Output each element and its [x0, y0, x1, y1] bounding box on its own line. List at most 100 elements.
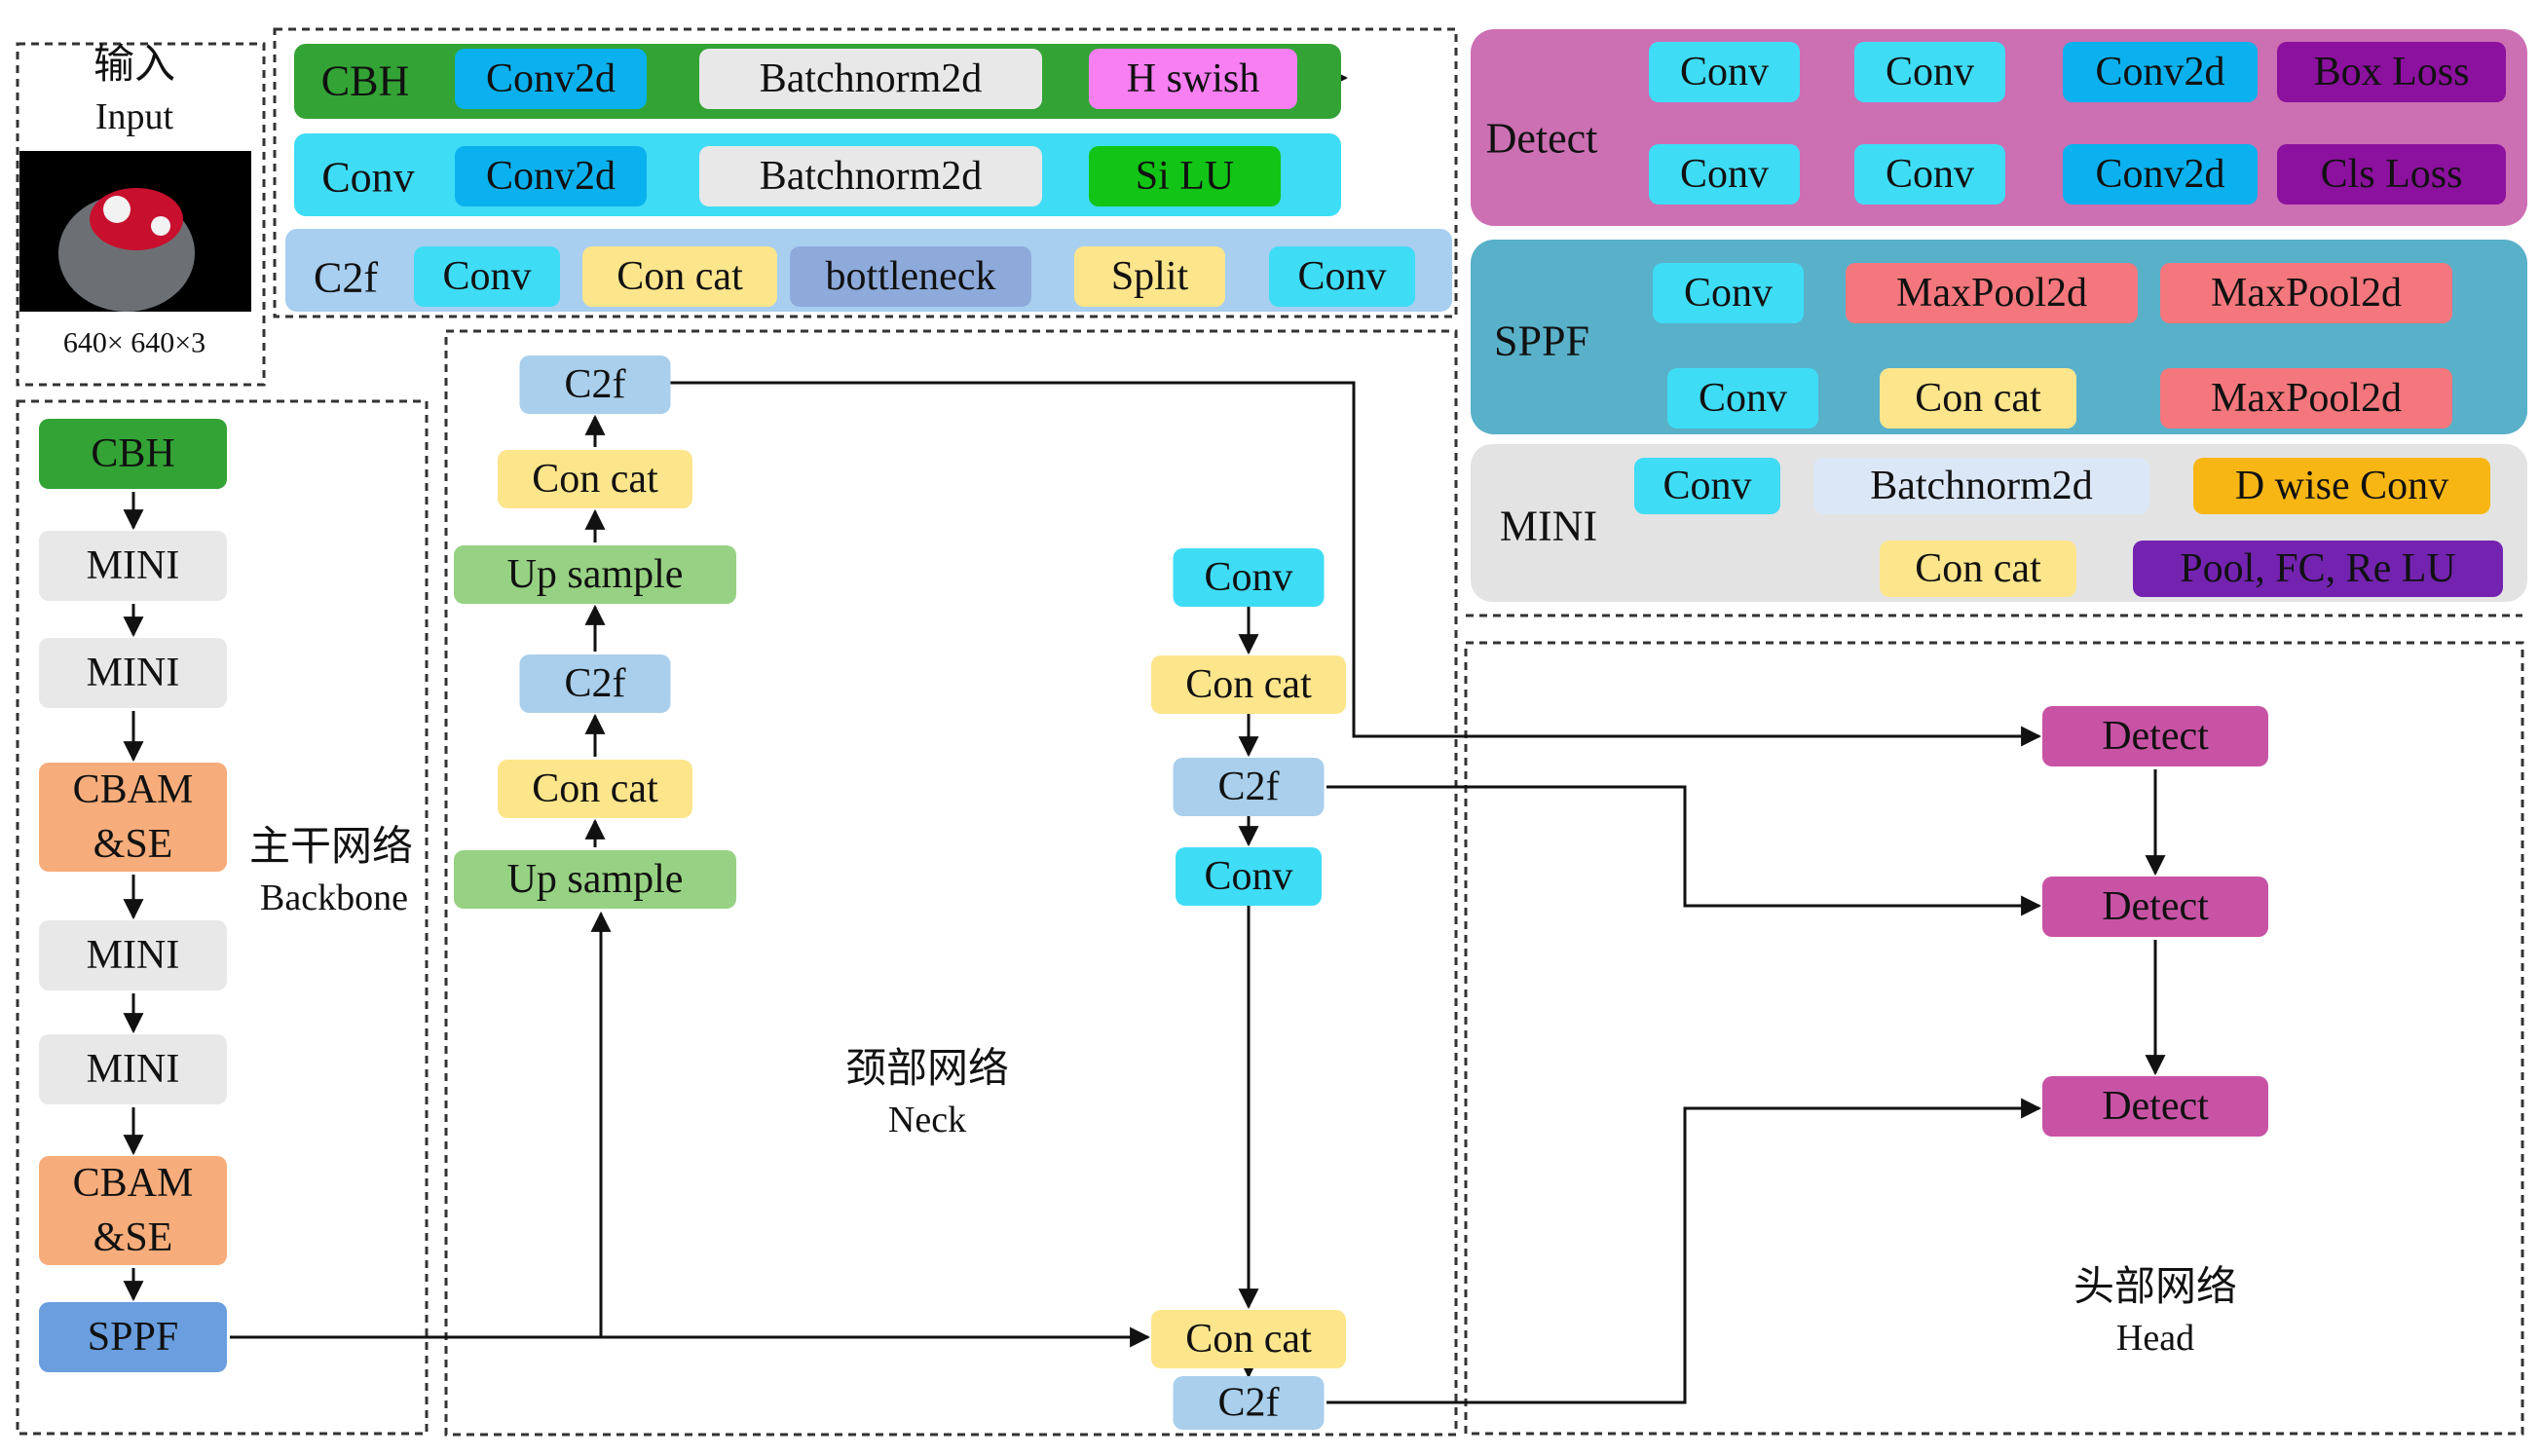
mini-bot-concat — [1880, 541, 2076, 597]
sppf-top-maxpool1-label: MaxPool2d — [1896, 271, 2087, 316]
cbh-conv2d-label: Conv2d — [486, 56, 616, 101]
backbone-title-cn: 主干网络 — [249, 824, 413, 870]
sppf-top-conv-label: Conv — [1684, 271, 1773, 316]
neck-left-2 — [454, 545, 736, 604]
neck-right-3 — [1176, 847, 1322, 906]
neck-left-3-label: C2f — [565, 661, 626, 706]
cbh-hswish — [1089, 49, 1297, 109]
sppf-top-maxpool2 — [2160, 263, 2452, 323]
detect-clsloss — [2277, 144, 2506, 205]
detect-bot-conv2 — [1854, 144, 2005, 205]
sppf-top-maxpool1 — [1846, 263, 2138, 323]
c2f-conv-label: Conv — [442, 254, 531, 299]
mini-top-conv-label: Conv — [1662, 464, 1751, 508]
neck-right-1 — [1151, 655, 1346, 714]
input-frame — [16, 42, 266, 387]
backbone-block-4 — [39, 920, 227, 990]
detect-top-conv1 — [1649, 42, 1800, 102]
neck-right-4-label: Con cat — [1185, 1317, 1312, 1362]
neck-right-0 — [1173, 548, 1325, 607]
backbone-block-1-label: MINI — [87, 543, 180, 588]
sppf-bot-concat — [1880, 368, 2076, 429]
mini-bot-pool-label: Pool, FC, Re LU — [2180, 546, 2456, 591]
cbh-conv2d — [455, 49, 647, 109]
detect-bot-conv2-label: Conv — [1886, 152, 1974, 197]
mini-top-dwiseconv-label: D wise Conv — [2235, 464, 2448, 508]
detect-top-conv1-label: Conv — [1680, 50, 1769, 94]
input-image-highlight — [151, 216, 170, 236]
input-title-en: Input — [95, 96, 174, 137]
backbone-block-7 — [39, 1302, 227, 1372]
neck-frame — [444, 329, 1458, 1437]
backbone-block-6-label: CBAM&SE — [73, 1161, 194, 1260]
mini-top-dwiseconv — [2193, 458, 2490, 514]
detect-bot-conv1 — [1649, 144, 1800, 205]
backbone-block-0-label: CBH — [91, 431, 174, 476]
neck-right-1-label: Con cat — [1185, 662, 1312, 707]
backbone-block-5 — [39, 1034, 227, 1104]
sppf-bot-maxpool-label: MaxPool2d — [2211, 376, 2402, 421]
definitions-frame — [273, 27, 1458, 318]
conv-batchnorm — [699, 146, 1042, 206]
input-image-highlight — [103, 196, 131, 223]
sppf-top-maxpool2-label: MaxPool2d — [2211, 271, 2402, 316]
c2f-bottleneck — [790, 246, 1031, 307]
conv-conv2d — [455, 146, 647, 206]
detect-top-conv2-label: Conv — [1886, 50, 1974, 94]
detect-boxloss-label: Box Loss — [2314, 50, 2470, 94]
c2f-concat — [582, 246, 777, 307]
backbone-frame — [16, 399, 429, 1436]
head-frame — [1464, 641, 2524, 1436]
sppf-def-label: SPPF — [1494, 317, 1589, 365]
neck-c2f-to-detect2 — [1326, 785, 2042, 916]
conv-def-label: Conv — [321, 154, 414, 202]
mini-bot-pool — [2133, 541, 2503, 597]
detect-def-label: Detect — [1486, 115, 1598, 163]
detect-clsloss-label: Cls Loss — [2321, 152, 2463, 197]
backbone-block-2 — [39, 638, 227, 708]
head-title-cn: 头部网络 — [2073, 1264, 2237, 1310]
sppf-top-conv — [1653, 263, 1804, 323]
conv-conv2d-label: Conv2d — [486, 154, 616, 199]
detect-top-conv2d-label: Conv2d — [2095, 50, 2224, 94]
c2f-conv2 — [1269, 246, 1415, 307]
c2f-bottleneck-label: bottleneck — [826, 254, 996, 299]
backbone-block-7-label: SPPF — [88, 1315, 178, 1360]
neck-right-2 — [1173, 758, 1325, 816]
neck-title-en: Neck — [888, 1100, 966, 1140]
neck-left-0 — [519, 355, 671, 414]
cbh-def-label: CBH — [321, 57, 409, 105]
head-detect-0 — [2042, 706, 2268, 766]
head-detect-2 — [2042, 1076, 2268, 1137]
neck-left-1-label: Con cat — [532, 457, 658, 502]
c2f-concat-label: Con cat — [616, 254, 743, 299]
mini-top-conv — [1634, 458, 1780, 514]
mini-top-batchnorm — [1813, 458, 2149, 514]
neck-right-3-label: Conv — [1204, 854, 1292, 899]
head-detect-1-label: Detect — [2102, 884, 2209, 929]
neck-left-4-label: Con cat — [532, 766, 658, 811]
neck-left-2-label: Up sample — [507, 552, 684, 597]
head-title-en: Head — [2116, 1318, 2194, 1359]
head-detect-1 — [2042, 877, 2268, 937]
backbone-block-0 — [39, 419, 227, 489]
backbone-block-2-label: MINI — [87, 651, 180, 695]
detect-boxloss — [2277, 42, 2506, 102]
neck-c2f-to-detect1 — [670, 381, 2042, 747]
cbh-batchnorm — [699, 49, 1042, 109]
conv-batchnorm-label: Batchnorm2d — [760, 154, 983, 199]
input-size: 640× 640×3 — [63, 327, 205, 359]
neck-left-4 — [498, 760, 692, 818]
head-detect-0-label: Detect — [2102, 714, 2209, 759]
input-image-object — [90, 188, 183, 250]
sppf-bot-conv-label: Conv — [1699, 376, 1787, 421]
neck-left-5 — [454, 850, 736, 909]
conv-silu-label: Si LU — [1136, 154, 1235, 199]
detect-top-conv2d — [2063, 42, 2258, 102]
backbone-block-1 — [39, 531, 227, 601]
detect-bot-conv2d-label: Conv2d — [2095, 152, 2224, 197]
neck-right-2-label: C2f — [1218, 765, 1280, 809]
mini-bot-concat-label: Con cat — [1915, 546, 2041, 591]
neck-right-4 — [1151, 1310, 1346, 1368]
detect-top-conv2 — [1854, 42, 2005, 102]
